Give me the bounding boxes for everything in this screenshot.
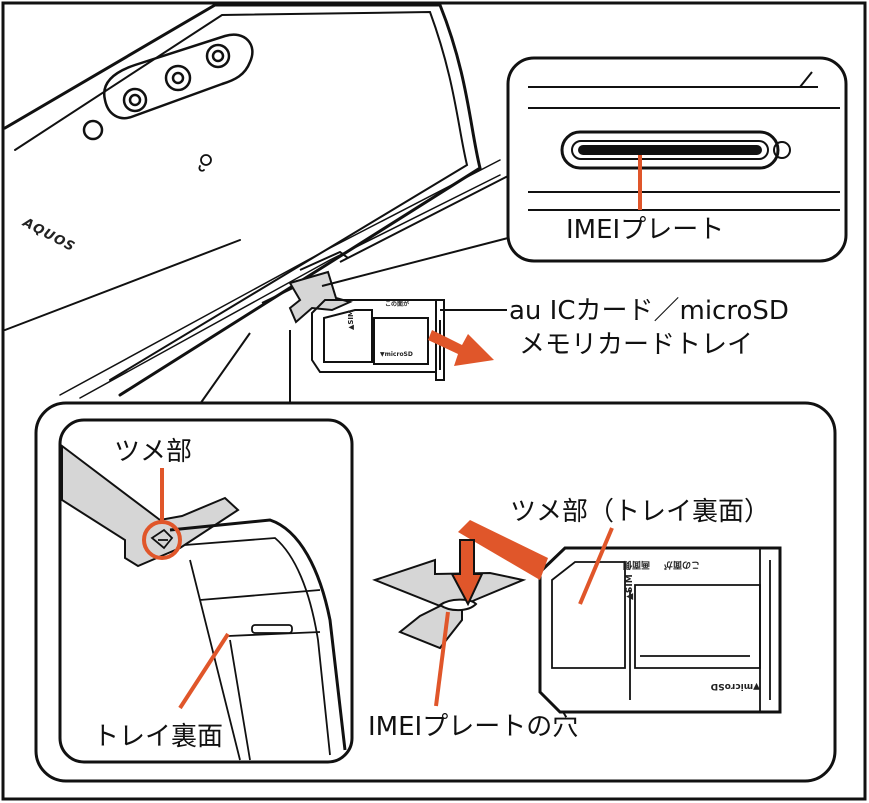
right-detail: ▲SIM 画面側 この面が ▼microSD (372, 520, 782, 714)
phone-outline-4 (79, 174, 501, 399)
imei-plate-slot (578, 145, 762, 155)
tray-large-marking-note2: この面が (663, 559, 700, 571)
tray-edge-left (169, 518, 347, 751)
imei-callout-detail (528, 71, 840, 211)
camera-lens-icon (205, 43, 231, 69)
tray-large-inner (551, 547, 781, 713)
tray-slot-left (251, 624, 293, 634)
tray-large-marking-sim: ▲SIM (625, 574, 635, 600)
imei-hole-leader (434, 611, 450, 707)
tray-small-marking: ▼microSD (380, 351, 413, 358)
left-detail (61, 444, 347, 761)
flash-icon (82, 119, 104, 141)
callout-connector-bottom (199, 330, 291, 405)
phone-outline-1 (3, 3, 482, 397)
phone-slot (261, 250, 349, 304)
phone-back (3, 3, 501, 399)
nfc-icon (198, 154, 212, 172)
camera-housing (102, 33, 254, 120)
phone-edge (4, 239, 241, 331)
label-imei-plate: IMEIプレート (566, 215, 724, 245)
tray-small-marking: ▲SIM (347, 310, 355, 330)
tray-large-marking-note1: 画面側 (623, 559, 650, 571)
camera-lens-icon (164, 64, 192, 92)
tab-icon (150, 528, 174, 550)
tray-inner-left (184, 537, 331, 761)
arrow-icon (450, 539, 484, 607)
tab-back-leader (578, 527, 614, 605)
imei-plate-left (61, 444, 240, 568)
arrow-icon (428, 330, 494, 366)
camera-lens-icon (122, 87, 148, 113)
label-imei-plate-hole: IMEIプレートの穴 (368, 712, 578, 742)
camera-module (82, 33, 254, 141)
imei-plate-top (288, 270, 353, 324)
tray-back-leader (178, 632, 230, 710)
label-tab-part-back: ツメ部（トレイ裏面） (510, 497, 770, 527)
phone-outline-2 (14, 10, 469, 381)
label-tray-line1: au ICカード／microSD (509, 296, 789, 326)
tray-small-marking: この面が (385, 300, 409, 308)
label-tray-back: トレイ裏面 (93, 722, 223, 752)
tab-piece (458, 520, 548, 580)
label-tray-line2: メモリカードトレイ (519, 330, 753, 360)
imei-plate-hole (438, 598, 478, 612)
tray-large-marking-microsd: ▼microSD (711, 681, 760, 691)
phone-outline-3 (59, 159, 501, 396)
label-tab-part: ツメ部 (114, 437, 192, 467)
callout-connector-top (321, 175, 509, 287)
